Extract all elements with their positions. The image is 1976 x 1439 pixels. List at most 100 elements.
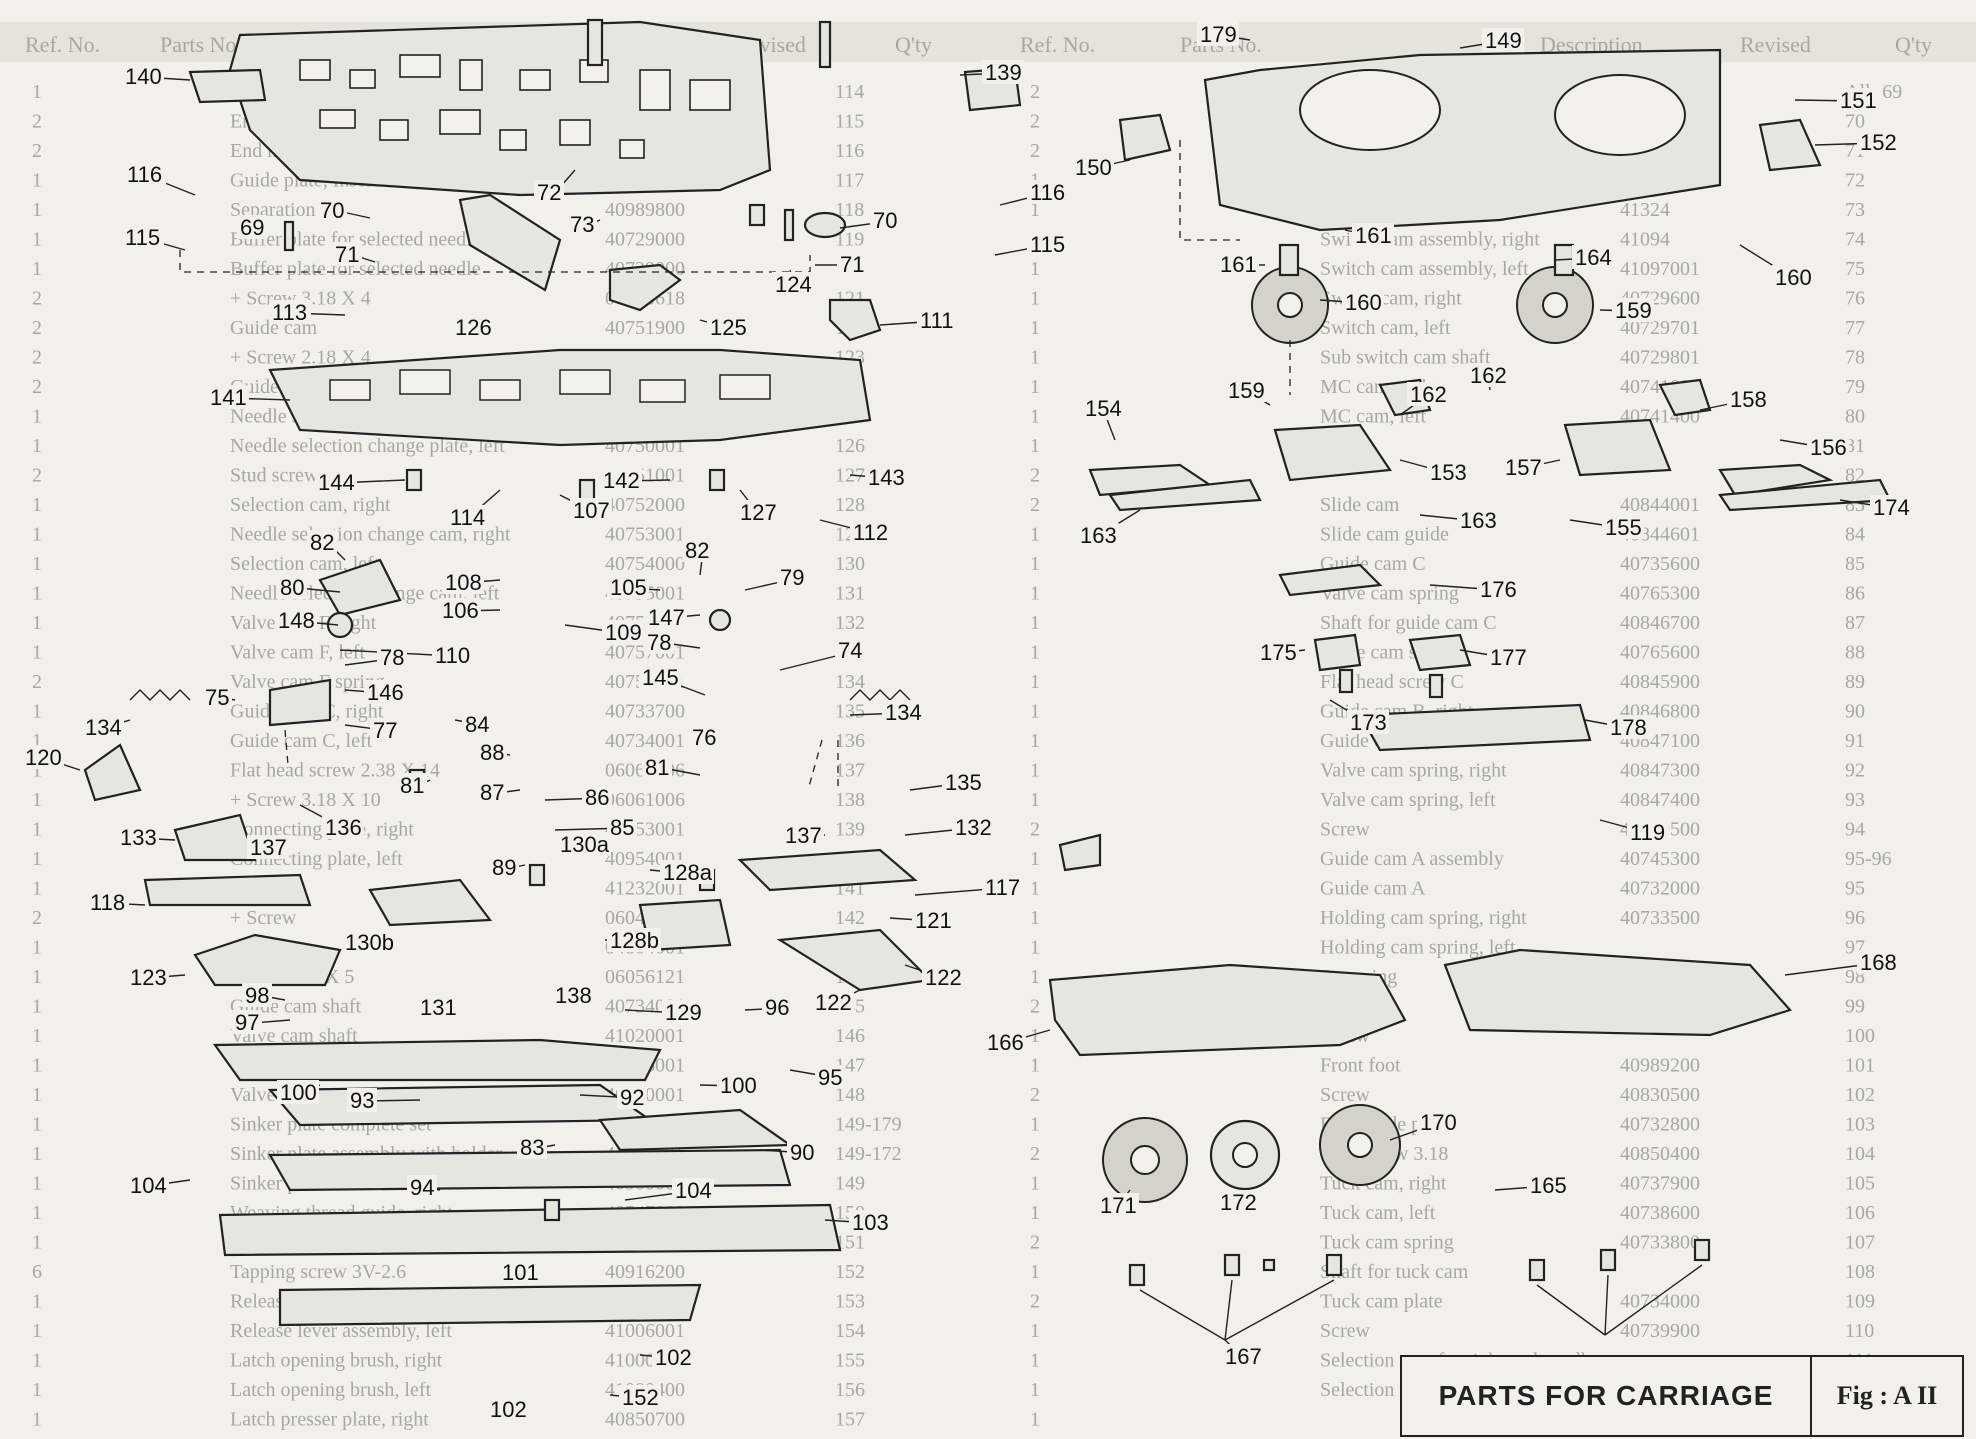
table-parts-no: 40734001 (605, 730, 685, 752)
table-parts-no: 40732800 (1620, 1114, 1700, 1136)
callout-125: 125 (699, 315, 749, 340)
callout-143: 143 (849, 465, 907, 490)
callout-backdrop (557, 832, 611, 856)
callout-backdrop (772, 272, 814, 296)
callout-107: 107 (559, 494, 612, 523)
callout-78: 78 (644, 630, 701, 655)
callout-153: 153 (1399, 459, 1469, 485)
callout-number: 137 (250, 835, 287, 860)
callout-backdrop (912, 908, 954, 932)
callout-70: 70 (317, 198, 371, 223)
callout-120: 120 (22, 745, 81, 771)
callout-backdrop (1225, 378, 1267, 402)
table-qty: 1 (32, 1379, 42, 1401)
callout-number: 120 (25, 745, 62, 770)
table-description: Switch cam, right (1320, 288, 1462, 310)
table-ref-no: 100 (1845, 1025, 1875, 1047)
callout-number: 130a (560, 832, 610, 857)
table-qty: 2 (32, 376, 42, 398)
callout-number: 110 (435, 643, 470, 668)
callout-139: 139 (959, 60, 1024, 85)
callout-number: 112 (853, 520, 888, 545)
callout-number: 113 (272, 300, 307, 325)
table-qty: 1 (1030, 583, 1040, 605)
table-qty: 1 (32, 878, 42, 900)
callout-backdrop (1407, 382, 1449, 406)
callout-backdrop (1427, 460, 1469, 484)
table-ref-no: 79 (1845, 376, 1865, 398)
callout-number: 149 (1485, 28, 1522, 53)
callout-backdrop (644, 630, 674, 654)
callout-backdrop (600, 468, 642, 492)
callout-number: 148 (278, 608, 315, 633)
callout-backdrop (917, 308, 959, 332)
table-qty: 2 (1030, 819, 1040, 841)
callout-backdrop (1727, 387, 1769, 411)
callout-number: 79 (780, 565, 804, 590)
table-ref-no: 149-172 (835, 1143, 902, 1165)
callout-backdrop (417, 995, 459, 1019)
table-description: Guide cam A assembly (1320, 848, 1504, 870)
callout-173: 173 (1329, 699, 1389, 735)
table-qty: 1 (1030, 760, 1040, 782)
table-qty: 1 (32, 258, 42, 280)
diagram-title: PARTS FOR CARRIAGE (1402, 1357, 1812, 1435)
callout-backdrop (1467, 363, 1509, 387)
callout-backdrop (1097, 1193, 1139, 1217)
callout-137: 137 (247, 835, 289, 860)
callout-number: 100 (280, 1080, 317, 1105)
callout-number: 165 (1530, 1173, 1567, 1198)
table-ref-no: 77 (1845, 317, 1865, 339)
callout-number: 129 (665, 1000, 702, 1025)
callout-160: 160 (1319, 290, 1384, 315)
table-parts-no: 40844001 (1620, 494, 1700, 516)
callout-152: 152 (1814, 130, 1899, 155)
callout-number: 158 (1730, 387, 1767, 412)
callout-number: 119 (1630, 820, 1665, 845)
callout-backdrop (277, 575, 307, 599)
callout-backdrop (477, 780, 507, 804)
callout-85: 85 (554, 815, 637, 840)
table-qty: 1 (32, 789, 42, 811)
callout-backdrop (639, 665, 681, 689)
callout-backdrop (397, 773, 427, 797)
table-qty: 1 (32, 1084, 42, 1106)
callout-118: 118 (87, 890, 146, 915)
callout-145: 145 (639, 665, 706, 696)
table-qty: 2 (1030, 1232, 1040, 1254)
table-description: Buffer plate for selected needle (230, 258, 481, 280)
callout-number: 72 (537, 180, 561, 205)
callout-backdrop (269, 300, 311, 324)
callout-77: 77 (344, 718, 400, 743)
callout-number: 86 (585, 785, 609, 810)
table-qty: 1 (32, 1202, 42, 1224)
table-parts-no: 40753001 (605, 524, 685, 546)
table-description: Tuck cam spring (1320, 1232, 1454, 1254)
table-parts-no: 40989800 (605, 199, 685, 221)
callout-167: 167 (1222, 1339, 1264, 1369)
table-parts-no: 41094 (1620, 229, 1670, 251)
callout-112: 112 (819, 519, 892, 545)
table-description: + Screw 3.18 X 10 (230, 789, 381, 811)
callout-number: 118 (90, 890, 125, 915)
table-ref-no: 119 (835, 229, 864, 251)
table-description: Selection cam, left (230, 553, 380, 575)
callout-121: 121 (889, 908, 954, 933)
table-description: Guide cam C, left (230, 730, 373, 752)
callout-backdrop (617, 1085, 647, 1109)
callout-113: 113 (269, 300, 346, 325)
callout-100: 100 (699, 1073, 759, 1098)
callout-number: 104 (675, 1178, 712, 1203)
callout-number: 70 (873, 208, 897, 233)
table-ref-no: 91 (1845, 730, 1865, 752)
table-description: Screw (1320, 1084, 1371, 1106)
callout-backdrop (717, 1073, 759, 1097)
table-ref-no: 157 (835, 1409, 865, 1431)
callout-backdrop (432, 643, 474, 667)
callout-backdrop (1602, 515, 1644, 539)
callout-number: 73 (570, 212, 594, 237)
callout-number: 85 (610, 815, 634, 840)
callout-number: 170 (1420, 1110, 1457, 1135)
table-ref-no: 80 (1845, 406, 1865, 428)
table-ref-no: 134 (835, 671, 865, 693)
